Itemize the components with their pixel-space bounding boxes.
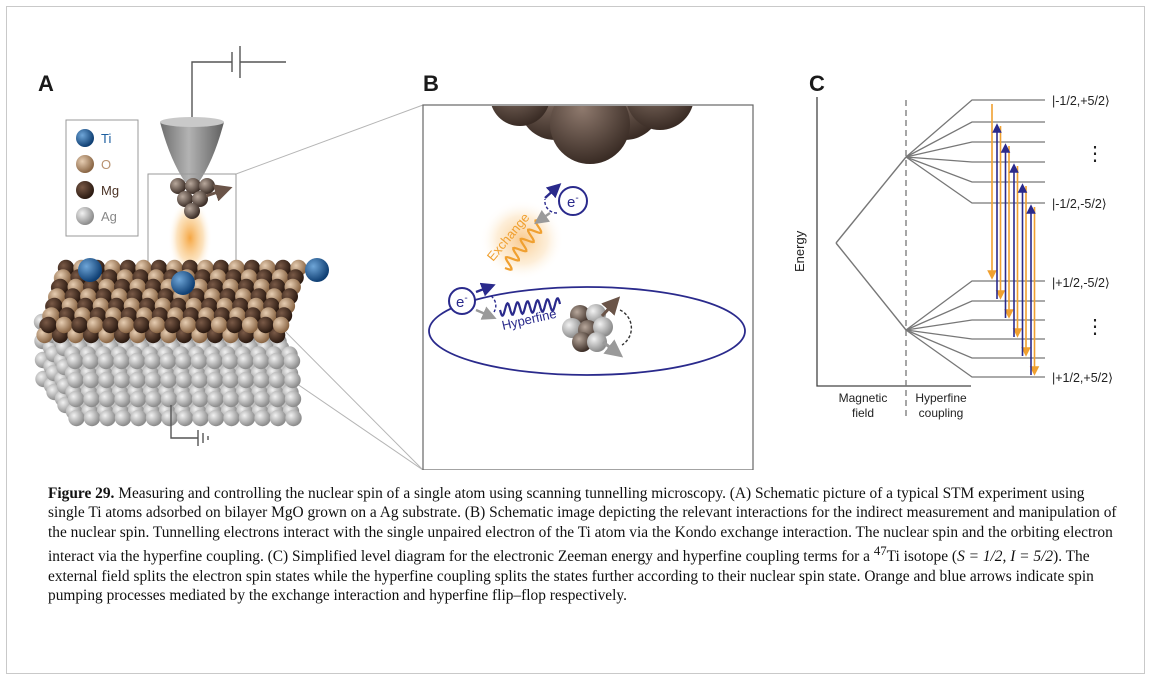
bias-circuit — [191, 46, 286, 123]
ti-nucleus — [562, 296, 633, 358]
panel-label-c: C — [809, 71, 825, 96]
figure-caption: Figure 29. Measuring and controlling the… — [48, 484, 1118, 606]
x-label-right-2: coupling — [919, 406, 964, 420]
legend-swatch-mg — [76, 181, 94, 199]
caption-label: Figure 29. — [48, 485, 115, 502]
state-label-3: |+1/2,-5/2⟩ — [1052, 276, 1110, 290]
state-label-4: |+1/2,+5/2⟩ — [1052, 371, 1113, 385]
panel-label-b: B — [423, 71, 439, 96]
mgo-ag-slab — [33, 258, 329, 427]
legend-label-mg: Mg — [101, 183, 119, 198]
state-label-2: |-1/2,-5/2⟩ — [1052, 197, 1107, 211]
isotope-element: Ti isotope ( — [886, 548, 958, 566]
panel-label-a: A — [38, 71, 54, 96]
ti-atom — [305, 258, 329, 282]
legend-swatch-ti — [76, 129, 94, 147]
caption-text-1: Measuring and controlling the nuclear sp… — [48, 485, 1117, 566]
ti-electron: e- — [448, 282, 497, 320]
ellipsis-lower: ⋮ — [1085, 316, 1105, 338]
legend-swatch-ag — [76, 207, 94, 225]
legend-label-o: O — [101, 157, 111, 172]
figure-frame — [6, 6, 1145, 674]
ti-atom — [78, 258, 102, 282]
electron-orbit — [428, 286, 746, 376]
isotope-mass: 47 — [873, 544, 887, 559]
legend-label-ag: Ag — [101, 209, 117, 224]
energy-levels — [835, 99, 1045, 378]
transition-arrows — [987, 104, 1040, 376]
spin-expression: S = 1/2, I = 5/2 — [957, 548, 1054, 566]
x-label-right-1: Hyperfine — [915, 391, 967, 405]
energy-axis-label: Energy — [792, 230, 807, 272]
ground-symbol — [170, 405, 209, 446]
ellipsis-upper: ⋮ — [1085, 143, 1105, 165]
tunnelling-glow — [168, 198, 212, 278]
caption-text-2: ). The external field splits the electro… — [48, 548, 1094, 605]
tip-atoms-large — [491, 106, 693, 164]
exchange-wave — [504, 219, 543, 271]
legend-swatch-o — [76, 155, 94, 173]
ti-atom — [171, 271, 195, 295]
state-label-1: |-1/2,+5/2⟩ — [1052, 94, 1110, 108]
hyperfine-wave — [498, 296, 562, 318]
svg-text:e-: e- — [567, 193, 579, 211]
tunnelling-electron: e- — [534, 183, 588, 225]
legend-label-ti: Ti — [101, 131, 111, 146]
tip-apex-atoms — [170, 178, 215, 219]
stm-tip — [160, 122, 224, 182]
x-label-left-1: Magnetic — [839, 391, 888, 405]
svg-text:e-: e- — [456, 293, 468, 311]
x-label-left-2: field — [852, 406, 874, 420]
energy-axes — [816, 97, 971, 420]
tip-spin-arrow — [205, 184, 233, 202]
